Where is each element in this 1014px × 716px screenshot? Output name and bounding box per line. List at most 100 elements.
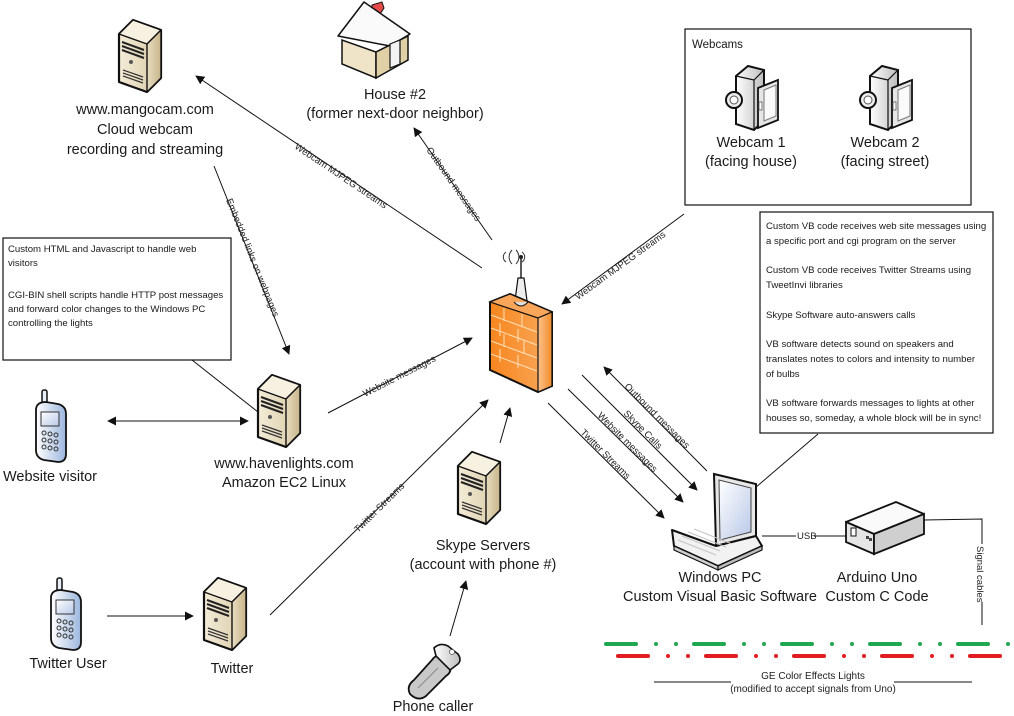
edge-label-pc-to-arduino: USB (797, 531, 817, 542)
webcams-group-box (684, 28, 972, 206)
web-server-note-line: and forward color changes to the Windows… (8, 304, 205, 315)
pc-note-line: Custom VB code receives web site message… (766, 221, 986, 232)
pc-note-line: houses so, someday, a whole block will b… (766, 413, 981, 424)
edge-label-havenlights-to-firewall: Website messages (361, 353, 438, 399)
note-connector-web-server (191, 359, 259, 413)
edge-firewall-to-pc-skype (581, 374, 698, 491)
pc-note-line: a specific port and cgi program on the s… (766, 236, 957, 247)
edge-label-twitter-to-firewall: Twitter Streams (352, 481, 407, 535)
webcam1-label-2: (facing house) (705, 154, 797, 170)
arduino-label-1: Arduino Uno (837, 570, 918, 586)
house2-label-1: House #2 (364, 87, 426, 103)
pc-note: Custom VB code receives web site message… (759, 211, 994, 434)
green-strand-bulb (742, 642, 746, 646)
webcams-group: Webcams Webcam 1 (facing house) Webcam 2… (684, 28, 972, 206)
node-phone-caller: Phone caller (393, 643, 474, 715)
node-skype: Skype Servers (account with phone #) (410, 450, 557, 573)
web-server-note-box (2, 237, 232, 361)
web-server-note-line: visitors (8, 258, 38, 269)
edge-firewall-to-mangocam (195, 75, 483, 269)
edge-arduino-to-lights (923, 518, 983, 625)
edge-havenlights-to-firewall (327, 337, 473, 414)
node-mangocam: www.mangocam.com Cloud webcam recording … (67, 18, 223, 158)
pc-note-box (759, 211, 994, 434)
red-strand-bulb (842, 654, 846, 658)
edge-pc-to-firewall (603, 366, 708, 472)
edge-webcams-to-firewall (561, 213, 685, 305)
cell-phone-icon (35, 389, 67, 463)
havenlights-label-2: Amazon EC2 Linux (222, 475, 347, 491)
webcam2-label-1: Webcam 2 (850, 135, 919, 151)
web-server-note-line: controlling the lights (8, 318, 93, 329)
pc-note-line: Skype Software auto-answers calls (766, 310, 916, 321)
web-server-note-line: CGI-BIN shell scripts handle HTTP post m… (8, 290, 223, 301)
server-icon (117, 18, 163, 94)
mangocam-label-2: Cloud webcam (97, 122, 193, 138)
twitter-label: Twitter (211, 661, 254, 677)
windows-pc-label-2: Custom Visual Basic Software (623, 589, 817, 605)
red-strand-bulb (666, 654, 670, 658)
server-icon (202, 576, 248, 652)
skype-label-2: (account with phone #) (410, 557, 557, 573)
web-server-note-line: Custom HTML and Javascript to handle web (8, 244, 196, 255)
flip-phone-icon (407, 643, 461, 700)
pc-note-line: VB software forwards messages to lights … (766, 398, 975, 409)
havenlights-label-1: www.havenlights.com (213, 456, 353, 472)
node-havenlights: www.havenlights.com Amazon EC2 Linux (213, 373, 354, 491)
green-strand-bulb (830, 642, 834, 646)
green-strand-bulb (938, 642, 942, 646)
green-strand-bulb (1006, 642, 1010, 646)
pc-note-line: of bulbs (766, 369, 800, 380)
node-arduino: Arduino Uno Custom C Code (825, 501, 929, 605)
edge-caller-to-skype (449, 580, 469, 637)
edge-label-mangocam-to-havenlights: Embedded links on webpages (223, 197, 281, 319)
webcams-group-title: Webcams (692, 39, 743, 51)
lights-label-1: GE Color Effects Lights (761, 671, 865, 682)
node-windows-pc: Windows PC Custom Visual Basic Software (623, 472, 817, 605)
red-strand-bulb (774, 654, 778, 658)
arduino-label-2: Custom C Code (825, 589, 928, 605)
windows-pc-label-1: Windows PC (679, 570, 762, 586)
node-firewall (488, 249, 554, 394)
laptop-icon (671, 472, 763, 571)
edge-firewall-to-pc-website (567, 388, 684, 503)
pc-note-line: translates notes to colors and intensity… (766, 354, 976, 365)
twitter-user-label: Twitter User (29, 656, 107, 672)
house-icon (337, 1, 411, 80)
cell-phone-icon (50, 577, 82, 651)
web-server-note: Custom HTML and Javascript to handle web… (2, 237, 232, 361)
edge-twitter-to-firewall (269, 399, 489, 616)
phone-caller-label: Phone caller (393, 699, 474, 715)
green-strand-bulb (674, 642, 678, 646)
node-twitter: Twitter (202, 576, 254, 677)
house2-label-2: (former next-door neighbor) (306, 106, 483, 122)
red-strand-bulb (950, 654, 954, 658)
website-visitor-label: Website visitor (3, 469, 97, 485)
red-strand-bulb (686, 654, 690, 658)
pc-note-line: VB software detects sound on speakers an… (766, 339, 954, 350)
server-icon (256, 373, 302, 449)
pc-note-line: Custom VB code receives Twitter Streams … (766, 265, 971, 276)
server-icon (456, 450, 502, 526)
webcam1-label-1: Webcam 1 (716, 135, 785, 151)
green-strand-bulb (762, 642, 766, 646)
node-website-visitor: Website visitor (3, 389, 97, 485)
red-strand-bulb (754, 654, 758, 658)
red-strand-bulb (930, 654, 934, 658)
pc-note-line: TweetInvi libraries (766, 280, 843, 291)
light-strands (604, 642, 1010, 658)
lights-label-2: (modified to accept signals from Uno) (730, 684, 896, 695)
edge-mangocam-to-havenlights (213, 165, 291, 355)
edge-firewall-to-house2 (413, 127, 493, 241)
skype-label-1: Skype Servers (436, 538, 530, 554)
mangocam-label-1: www.mangocam.com (75, 102, 214, 118)
wireless-firewall-icon (488, 249, 554, 394)
green-strand-bulb (918, 642, 922, 646)
node-lights: GE Color Effects Lights (modified to acc… (604, 642, 1010, 695)
green-strand-bulb (654, 642, 658, 646)
mangocam-label-3: recording and streaming (67, 142, 223, 158)
note-connector-pc (754, 433, 819, 489)
red-strand-bulb (862, 654, 866, 658)
webcam2-label-2: (facing street) (841, 154, 930, 170)
